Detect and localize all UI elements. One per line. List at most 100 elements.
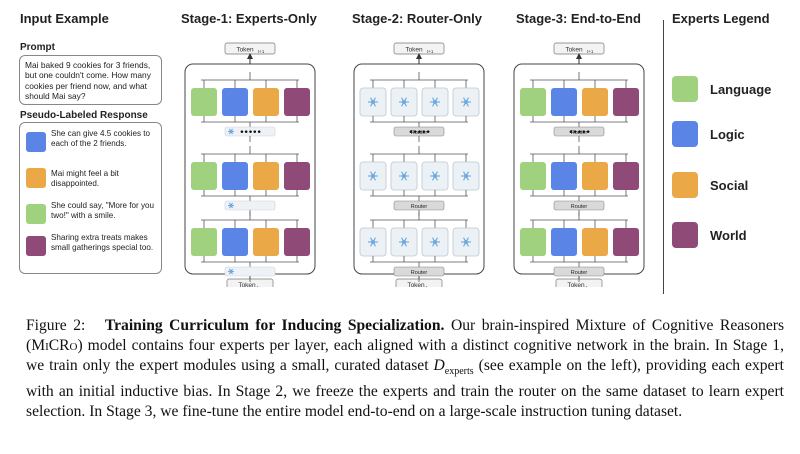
world-swatch [672, 222, 698, 248]
token-top-sub: t+1 [258, 49, 265, 54]
router-label: Router [411, 204, 428, 210]
expert-logic [551, 88, 577, 116]
router-label: Router [571, 130, 588, 136]
expert-social [253, 88, 279, 116]
stage-3-title: Stage-3: End-to-End [516, 11, 641, 26]
response-item-social: Mai might feel a bit disappointed. [26, 165, 158, 197]
expert-language [520, 88, 546, 116]
expert-world [613, 88, 639, 116]
moe-layer: Router [520, 212, 639, 282]
snowflake-icon [430, 97, 440, 107]
expert-language [191, 162, 217, 190]
router [224, 266, 276, 277]
expert-world [284, 228, 310, 256]
router-label: Router [411, 130, 428, 136]
moe-layer [191, 72, 310, 142]
language-swatch [672, 76, 698, 102]
expert-social [582, 88, 608, 116]
snowflake-icon [228, 268, 234, 275]
snowflake-icon [430, 237, 440, 247]
response-item-world: Sharing extra treats makes small gatheri… [26, 233, 158, 265]
response-text-world: Sharing extra treats makes small gatheri… [51, 233, 154, 252]
router-label: Router [571, 204, 588, 210]
response-label: Pseudo-Labeled Response [20, 110, 148, 121]
caption-text-1: Our brain-inspired Mixture of Cognitive … [26, 317, 785, 354]
router: Router [553, 200, 605, 211]
legend-item-world: World [672, 222, 800, 254]
router: Router [393, 266, 445, 277]
snowflake-icon [399, 171, 409, 181]
router [224, 200, 276, 211]
response-item-logic: She can give 4.5 cookies to each of the … [26, 129, 158, 161]
moe-layer: Router [359, 146, 480, 216]
legend-item-language: Language [672, 76, 800, 108]
caption-text-3: (see example on the left), providing eac… [26, 357, 784, 421]
snowflake-icon [430, 171, 440, 181]
snowflake-icon [368, 97, 378, 107]
expert-world [284, 162, 310, 190]
snowflake-icon [228, 128, 234, 135]
response-text-logic: She can give 4.5 cookies to each of the … [51, 129, 150, 148]
moe-layer [191, 212, 310, 282]
snowflake-icon [461, 97, 471, 107]
expert-social [253, 162, 279, 190]
snowflake-icon [368, 237, 378, 247]
legend-label-world: World [710, 228, 747, 243]
router-label: Router [411, 270, 428, 276]
expert-social [253, 228, 279, 256]
caption-dataset-sub: experts [444, 366, 474, 378]
caption-model-name: MiCRo [31, 337, 78, 354]
token-bottom-sub: t [257, 285, 259, 287]
input-example-title: Input Example [20, 11, 109, 26]
snowflake-icon [399, 237, 409, 247]
token-top: Token t+1 [224, 42, 276, 55]
expert-logic [551, 228, 577, 256]
caption-bold-title: Training Curriculum for Inducing Special… [104, 317, 445, 334]
expert-language [191, 228, 217, 256]
expert-language [191, 88, 217, 116]
response-item-language: She could say, "More for you two!" with … [26, 201, 158, 233]
token-top-label: Token [236, 47, 254, 54]
caption-dataset-symbol: D [433, 357, 445, 374]
snowflake-icon [228, 202, 234, 209]
expert-logic [551, 162, 577, 190]
caption-text-2: ) model contains four experts per layer,… [26, 337, 784, 374]
moe-layer: Router [359, 212, 480, 282]
snowflake-icon [461, 171, 471, 181]
moe-layer: Router [520, 72, 639, 142]
token-top-label: Token [565, 47, 583, 54]
moe-layer [191, 146, 310, 216]
router-label: Router [571, 270, 588, 276]
expert-logic [222, 162, 248, 190]
language-swatch [26, 204, 46, 224]
expert-language [520, 228, 546, 256]
legend-title: Experts Legend [672, 11, 770, 26]
router: Router [393, 200, 445, 211]
expert-world [284, 88, 310, 116]
router: Router [553, 266, 605, 277]
social-swatch [26, 168, 46, 188]
expert-world [613, 162, 639, 190]
expert-logic [222, 228, 248, 256]
token-top-label: Token [405, 47, 423, 54]
layer-ellipsis: ••••• [568, 128, 590, 138]
world-swatch [26, 236, 46, 256]
token-bottom-sub: t [586, 285, 588, 287]
token-bottom-label: Token [407, 282, 425, 287]
token-bottom-sub: t [426, 285, 428, 287]
layer-ellipsis: ••••• [408, 128, 430, 138]
expert-logic [222, 88, 248, 116]
response-text-social: Mai might feel a bit disappointed. [51, 169, 119, 188]
snowflake-icon [368, 171, 378, 181]
snowflake-icon [399, 97, 409, 107]
token-bottom-label: Token [238, 282, 256, 287]
social-swatch [672, 172, 698, 198]
